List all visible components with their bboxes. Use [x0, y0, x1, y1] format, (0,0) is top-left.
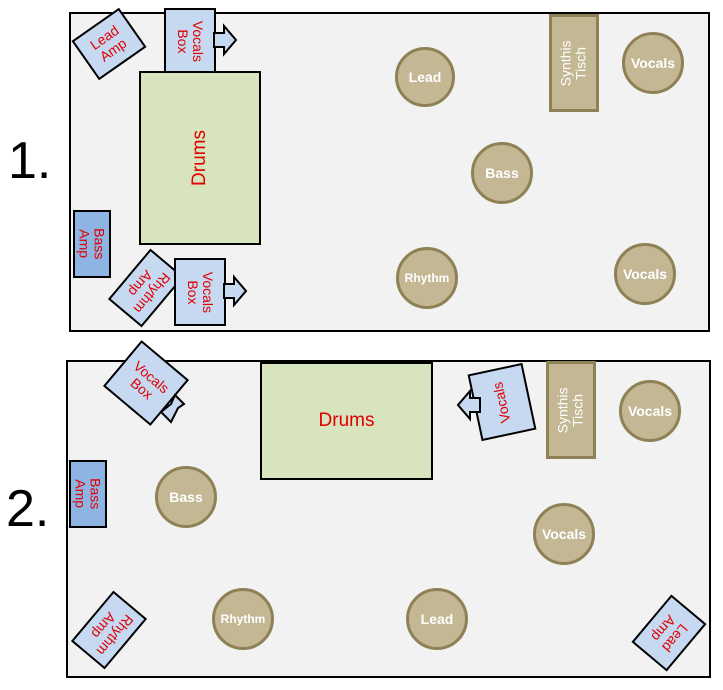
vocals-box-2-left-arrow	[159, 393, 186, 424]
bass-amp-1-line1: Bass	[91, 228, 108, 260]
player-rhythm-2: Rhythm	[212, 588, 274, 650]
player-bass-1: Bass	[471, 142, 533, 204]
synth-table-2-line2: Tisch	[570, 393, 587, 427]
drums-2: Drums	[260, 362, 433, 480]
vocals-box-1-top-line2: Box	[175, 28, 191, 54]
player-rhythm-1: Rhythm	[396, 247, 458, 309]
drums-2-label: Drums	[318, 410, 375, 431]
player-lead-2: Lead	[406, 588, 468, 650]
vocals-box-1-top-line1: Vocals	[190, 20, 207, 62]
vocals-box-2-right-label: Vocals	[489, 380, 514, 424]
bass-amp-1-line2: Amp	[77, 229, 93, 259]
synth-table-1-line1: Synthis	[557, 40, 574, 86]
vocals-box-1-bottom-line1: Vocals	[200, 271, 217, 313]
vocals-box-1-top-arrow	[213, 23, 238, 57]
player-bass-2: Bass	[155, 466, 217, 528]
diagram-1-number: 1.	[8, 132, 52, 190]
player-vocals-2-top: Vocals	[619, 380, 681, 442]
vocals-box-1-bottom-arrow	[223, 274, 248, 308]
diagram-2-number: 2.	[6, 480, 50, 538]
drums-1: Drums	[139, 71, 261, 245]
player-vocals-1-bottom: Vocals	[614, 243, 676, 305]
synth-table-2-line1: Synthis	[554, 387, 571, 433]
player-vocals-2-mid: Vocals	[533, 503, 595, 565]
player-lead-1: Lead	[395, 47, 455, 107]
synth-table-1-line2: Tisch	[573, 46, 590, 80]
bass-amp-2-line2: Amp	[73, 479, 89, 509]
vocals-box-1-bottom-line2: Box	[185, 279, 201, 305]
bass-amp-2-line1: Bass	[87, 478, 104, 510]
player-vocals-1-top: Vocals	[622, 32, 684, 94]
drums-1-label: Drums	[188, 130, 210, 186]
vocals-box-2-right-arrow	[456, 388, 481, 422]
